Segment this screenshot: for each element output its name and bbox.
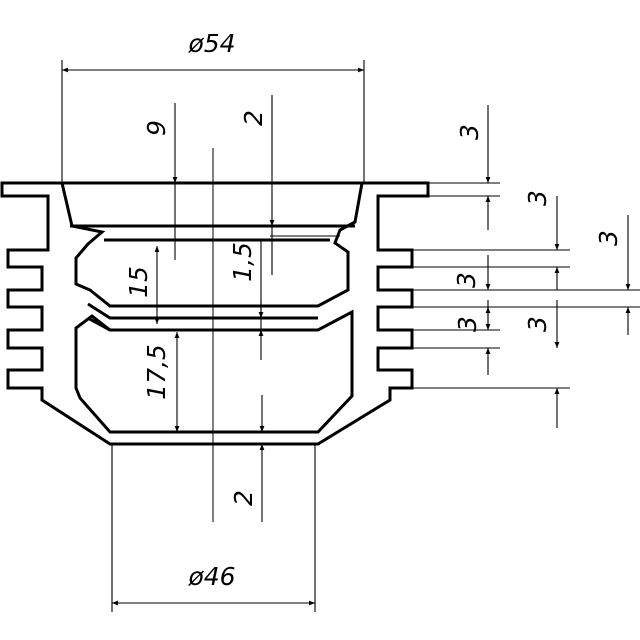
dimension-labels: ø54 ø46 9 2 15 1,5 17,5 2 3 3 3 3 3 3 bbox=[124, 29, 623, 591]
label-3-rib-c: 3 bbox=[523, 316, 552, 332]
left-wall-section bbox=[0, 181, 430, 446]
label-9: 9 bbox=[142, 120, 171, 136]
label-3-flange: 3 bbox=[455, 124, 484, 140]
label-3-rib-b: 3 bbox=[452, 272, 481, 288]
label-2-top: 2 bbox=[239, 110, 268, 126]
label-bottom-diameter: ø46 bbox=[187, 562, 235, 591]
inner-cavity bbox=[60, 181, 364, 308]
label-3-rib-d: 3 bbox=[453, 316, 482, 332]
label-17-5: 17,5 bbox=[142, 344, 171, 400]
label-15: 15 bbox=[124, 266, 153, 298]
label-1-5: 1,5 bbox=[228, 242, 257, 282]
lower-cavity bbox=[74, 309, 354, 434]
dimension-lines bbox=[62, 67, 631, 606]
label-top-diameter: ø54 bbox=[187, 29, 235, 58]
label-3-rib-a: 3 bbox=[594, 230, 623, 246]
plug-cross-section bbox=[0, 181, 430, 446]
label-3-gap: 3 bbox=[523, 190, 552, 206]
label-2-bottom: 2 bbox=[229, 490, 258, 506]
extension-lines bbox=[61, 60, 640, 612]
